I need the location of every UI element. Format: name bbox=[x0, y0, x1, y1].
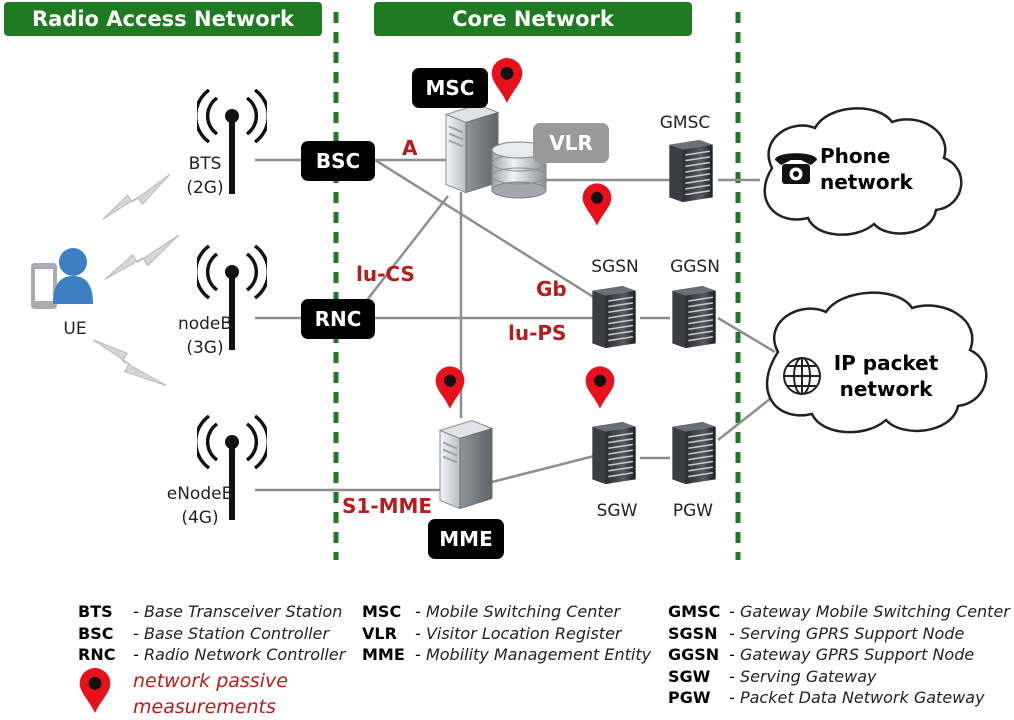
pgw-rack-server-icon bbox=[671, 421, 717, 485]
ue-label: UE bbox=[63, 319, 87, 339]
rnc-node: RNC bbox=[301, 299, 375, 339]
ggsn-rack-server-icon bbox=[671, 285, 717, 349]
lightning-icon-3g bbox=[101, 234, 183, 280]
map-pin-icon-msc bbox=[491, 58, 523, 104]
legend-item: SGW - Serving Gateway bbox=[668, 666, 877, 686]
core-header: Core Network bbox=[374, 2, 692, 36]
bts-label: BTS(2G) bbox=[186, 154, 224, 198]
legend-item: BTS - Base Transceiver Station bbox=[78, 602, 343, 621]
legend-col-1: BTS - Base Transceiver Station BSC - Bas… bbox=[78, 601, 345, 666]
msc-node: MSC bbox=[412, 68, 488, 108]
interface-iu-ps: lu-PS bbox=[508, 321, 567, 345]
legend-item: VLR - Visitor Location Register bbox=[362, 623, 622, 643]
legend-item: MME - Mobility Management Entity bbox=[362, 645, 652, 664]
globe-icon bbox=[783, 357, 821, 395]
telephone-icon bbox=[775, 153, 817, 184]
nodeb-label: nodeB(3G) bbox=[177, 314, 233, 358]
ggsn-label: GGSN bbox=[670, 257, 720, 277]
legend-item: GGSN - Gateway GPRS Support Node bbox=[668, 645, 975, 664]
legend-pin-label: network passive measurements bbox=[133, 670, 288, 718]
vlr-node: VLR bbox=[533, 123, 609, 163]
gmsc-rack-server-icon bbox=[668, 139, 714, 203]
gmsc-label: GMSC bbox=[659, 113, 711, 133]
ip-cloud-icon bbox=[766, 291, 988, 434]
legend-item: SGSN - Serving GPRS Support Node bbox=[668, 623, 965, 643]
phone-network-label: Phone network bbox=[820, 144, 913, 194]
interface-iu-cs: lu-CS bbox=[356, 262, 415, 286]
legend-col-2: MSC - Mobile Switching Center VLR - Visi… bbox=[362, 601, 651, 666]
map-pin-icon-sgw bbox=[585, 366, 615, 409]
pgw-label: PGW bbox=[672, 501, 714, 521]
legend-col-3: GMSC - Gateway Mobile Switching Center S… bbox=[668, 601, 1010, 709]
mme-node: MME bbox=[428, 519, 504, 559]
msc-server-icon bbox=[444, 103, 500, 194]
sgw-rack-server-icon bbox=[591, 421, 637, 485]
ip-network-label: IP packet network bbox=[833, 351, 939, 401]
legend-item: MSC - Mobile Switching Center bbox=[362, 602, 621, 621]
legend-item: PGW - Packet Data Network Gateway bbox=[668, 688, 985, 707]
enodeb-label: eNodeB(4G) bbox=[166, 484, 234, 528]
connection-lines bbox=[255, 158, 776, 492]
map-pin-icon-sgsn bbox=[582, 183, 612, 226]
sgsn-rack-server-icon bbox=[591, 285, 637, 349]
legend-item: GMSC - Gateway Mobile Switching Center bbox=[668, 602, 1010, 621]
ran-header: Radio Access Network bbox=[4, 2, 322, 36]
mme-server-icon bbox=[438, 419, 494, 510]
sgsn-label: SGSN bbox=[591, 257, 639, 277]
legend-item: RNC - Radio Network Controller bbox=[78, 645, 346, 664]
phone-cloud-icon bbox=[763, 107, 963, 236]
vlr-database-icon bbox=[491, 141, 547, 199]
interface-gb: Gb bbox=[536, 277, 567, 301]
interface-a: A bbox=[402, 136, 418, 160]
legend-item: BSC - Base Station Controller bbox=[78, 623, 330, 643]
bsc-node: BSC bbox=[301, 141, 375, 181]
sgw-label: SGW bbox=[596, 501, 638, 521]
legend-map-pin-icon bbox=[79, 668, 111, 714]
interface-s1-mme: S1-MME bbox=[342, 494, 433, 518]
ue-phone-person-icon bbox=[31, 248, 93, 309]
